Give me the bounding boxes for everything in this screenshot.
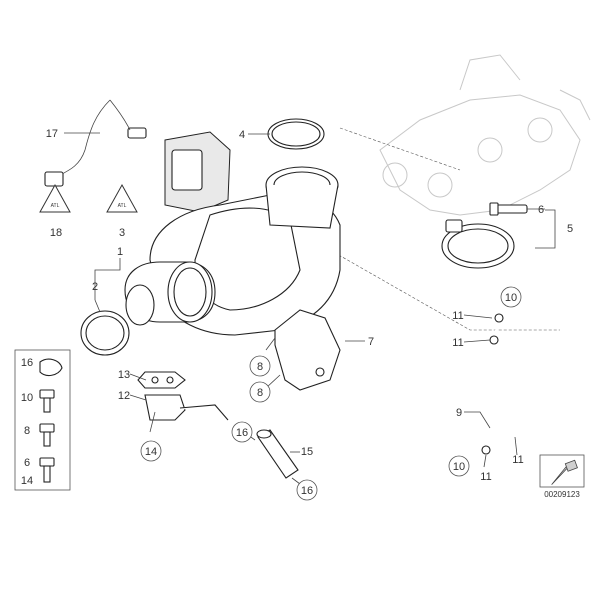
circle-tag-10b	[448, 455, 470, 477]
circle-tag-8b	[249, 381, 271, 403]
v-band-clamp	[441, 219, 515, 269]
bracket-7	[274, 309, 341, 391]
circle-tag-14	[140, 440, 162, 462]
callout-16b: 16	[301, 485, 313, 497]
callout-2: 2	[92, 281, 98, 293]
legend-16: 16	[21, 357, 33, 369]
callout-5: 5	[567, 223, 573, 235]
figure-id: 00209123	[544, 490, 580, 499]
callout-10a: 10	[505, 292, 517, 304]
circle-tag-8a	[249, 355, 271, 377]
warning-triangle-icon: ATL	[106, 183, 138, 213]
leader-lines	[64, 132, 556, 485]
callout-17: 17	[46, 128, 58, 140]
callout-10b: 10	[453, 461, 465, 473]
warning-label: ATL	[51, 203, 60, 209]
legend-10: 10	[21, 392, 33, 404]
callout-11d: 11	[480, 471, 491, 483]
callout-11c: 11	[512, 454, 523, 466]
callout-18: 18	[50, 227, 62, 239]
callout-3: 3	[119, 227, 125, 239]
warning-label: ATL	[118, 203, 127, 209]
warning-triangle-icon: ATL	[39, 183, 71, 213]
callout-9: 9	[456, 407, 462, 419]
callout-11b: 11	[452, 337, 463, 349]
hose-15	[256, 429, 299, 479]
callout-16a: 16	[236, 427, 248, 439]
callout-1: 1	[117, 246, 123, 258]
turbocharger-assembly	[124, 131, 341, 336]
callout-11a: 11	[452, 310, 463, 322]
callout-4: 4	[239, 129, 245, 141]
legend-14: 14	[21, 475, 33, 487]
circle-tag-10a	[500, 286, 522, 308]
callout-14: 14	[145, 446, 157, 458]
callout-6: 6	[538, 204, 544, 216]
gasket-ring-4	[267, 118, 325, 150]
ghost-exhaust-manifold	[379, 54, 591, 216]
arrow-icon[interactable]	[539, 454, 585, 488]
circle-tag-16a	[231, 421, 253, 443]
gasket-ring-2	[80, 310, 130, 356]
callout-8a: 8	[257, 361, 263, 373]
callout-13: 13	[118, 369, 130, 381]
legend-8: 8	[24, 425, 30, 437]
callout-7: 7	[368, 336, 374, 348]
oil-pipe-12	[144, 394, 229, 421]
bolt-6	[489, 202, 528, 216]
legend-6: 6	[24, 457, 30, 469]
hardware-legend-box	[14, 349, 71, 491]
oil-pipe-9	[481, 313, 524, 455]
callout-12: 12	[118, 390, 130, 402]
gasket-13	[137, 371, 186, 389]
circle-tag-16b	[296, 479, 318, 501]
callout-15: 15	[301, 446, 313, 458]
callout-8b: 8	[257, 387, 263, 399]
oxygen-sensor	[44, 99, 147, 187]
